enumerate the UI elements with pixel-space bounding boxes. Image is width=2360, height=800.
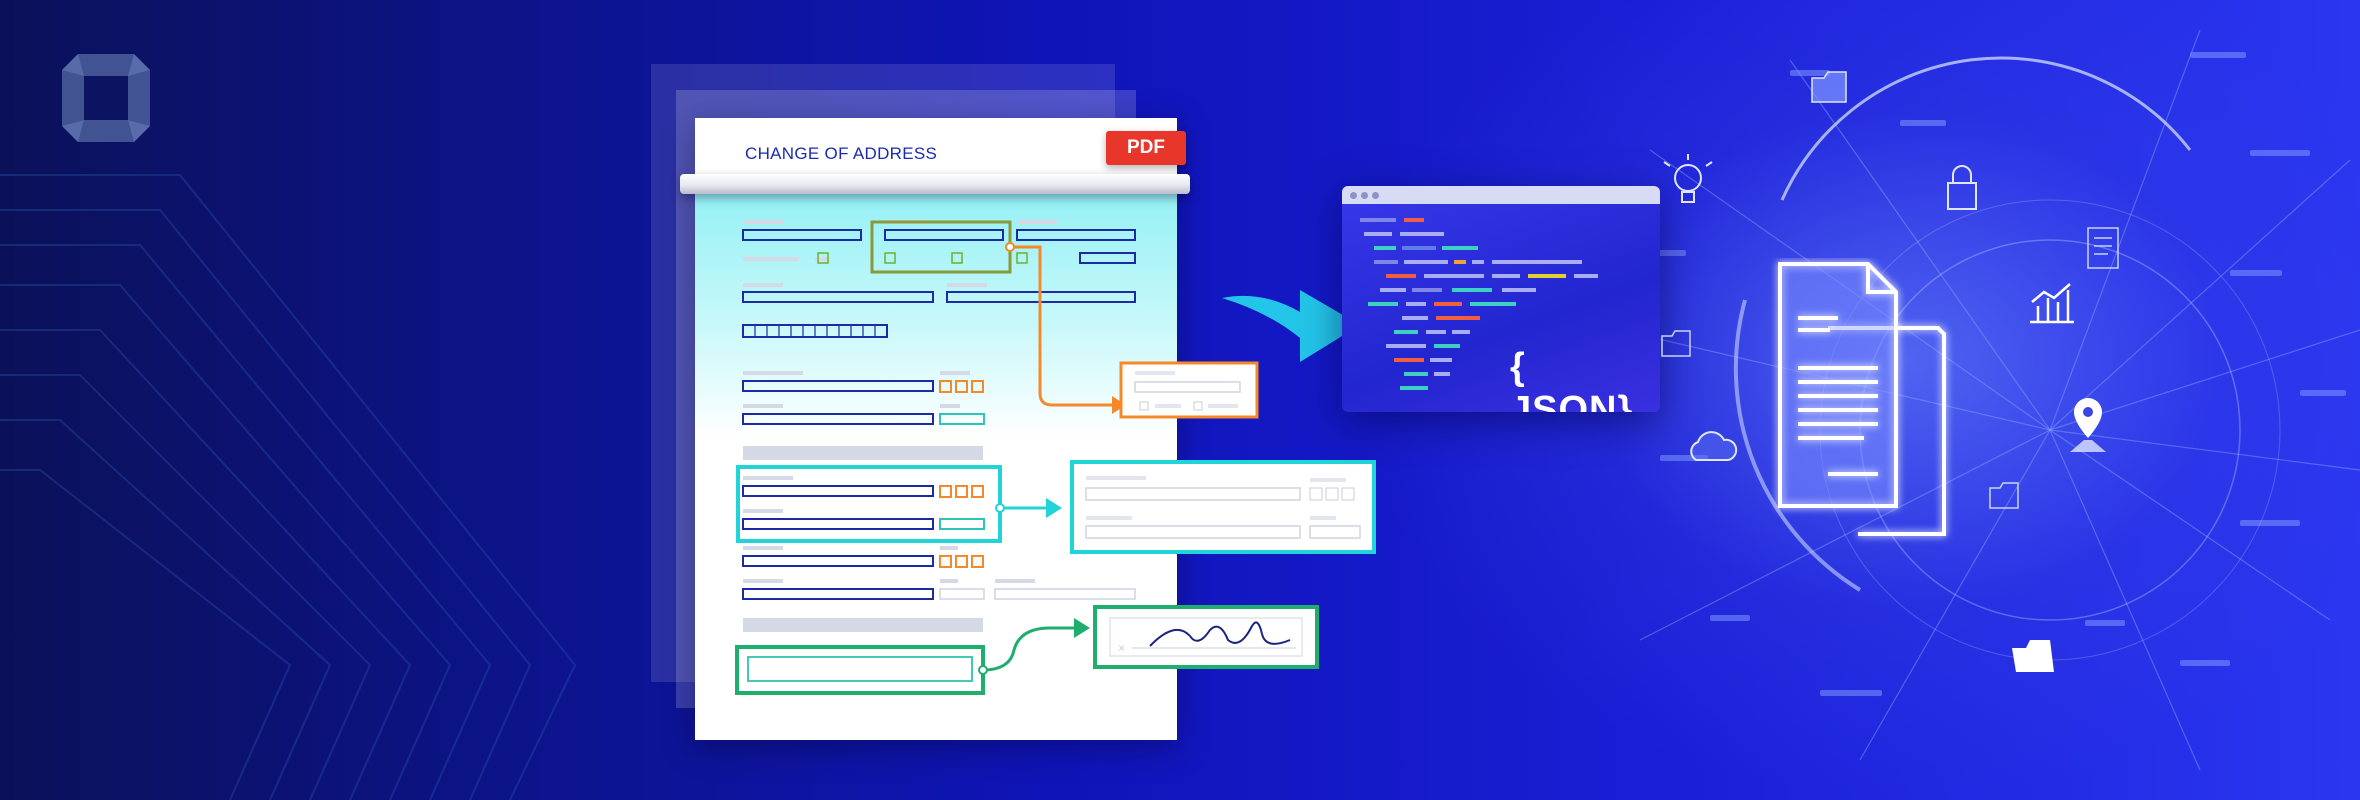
json-label: { JSON} — [1510, 346, 1634, 412]
highlight-box-teal — [736, 465, 1002, 543]
svg-text:×: × — [1118, 641, 1125, 655]
lightbulb-icon — [1663, 154, 1713, 203]
callout-orange — [1119, 361, 1259, 419]
document-icon — [1778, 262, 1946, 536]
json-window: { JSON} — [1342, 186, 1660, 412]
signature-icon — [1149, 621, 1291, 647]
folder-icon — [1989, 482, 2019, 509]
document-icon — [2087, 227, 2119, 269]
highlight-box-green — [735, 645, 985, 695]
bar-chart-icon — [2030, 283, 2074, 324]
folder-icon — [1811, 71, 1847, 103]
lock-icon — [1947, 165, 1977, 210]
highlight-box-top — [870, 220, 1012, 274]
scanner-roller — [680, 174, 1190, 194]
location-pin-icon — [2070, 398, 2106, 452]
connector-orange — [1010, 245, 1112, 407]
pdf-badge: PDF — [1106, 131, 1186, 165]
brand-logo-icon — [62, 54, 150, 142]
code-lines — [1360, 218, 1598, 390]
window-titlebar — [1342, 186, 1660, 204]
document-title: CHANGE OF ADDRESS — [745, 144, 938, 163]
callout-teal — [1070, 460, 1376, 554]
arrow-right-icon — [1046, 498, 1062, 518]
arrow-right-icon — [1074, 618, 1090, 638]
cloud-icon — [1690, 431, 1738, 461]
folder-icon — [1661, 330, 1691, 357]
arrow-right-icon — [1112, 396, 1126, 414]
arrow-right-icon — [1222, 290, 1360, 362]
callout-signature: × — [1093, 605, 1319, 669]
folder-icon — [2012, 640, 2054, 672]
